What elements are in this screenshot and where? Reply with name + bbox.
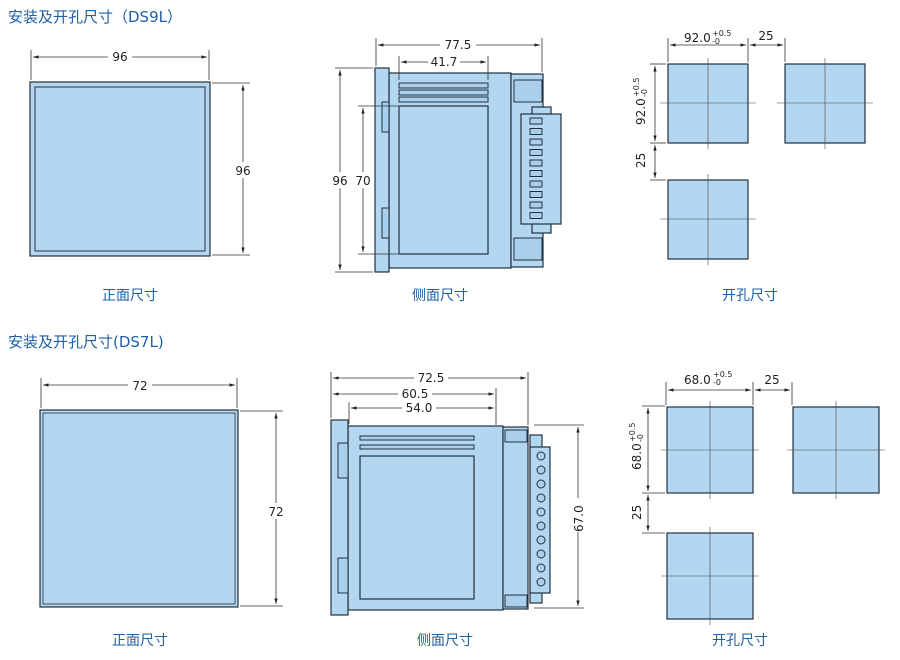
front-panel — [29, 81, 211, 257]
front-bezel-inner — [34, 86, 206, 252]
cutout-view-ds7l: 68.0 +0.5 -0 25 68.0 +0.5 -0 25 开孔尺寸 — [628, 370, 885, 649]
front-width-label: 72 — [132, 379, 147, 393]
side-flange — [374, 67, 390, 273]
front-panel — [39, 409, 239, 608]
front-view-ds9l: 96 96 正面尺寸 — [29, 49, 254, 304]
cutout-size-label: 68.0 — [684, 373, 711, 387]
cutout-view-ds9l: 92.0 +0.5 -0 25 92.0 +0.5 -0 25 开孔尺寸 — [632, 29, 873, 304]
cutout-tol-minus-vertical: -0 — [640, 89, 649, 97]
side-caption: 侧面尺寸 — [417, 633, 473, 649]
cutout-tol-minus: -0 — [712, 37, 720, 46]
cutout-tol-plus-vertical: +0.5 — [632, 78, 641, 97]
terminal-screw — [536, 479, 546, 489]
terminal-pin — [529, 149, 543, 156]
terminal-pin — [529, 170, 543, 177]
side-caption: 侧面尺寸 — [412, 288, 468, 304]
section-title-ds7l: 安装及开孔尺寸(DS7L) — [8, 333, 164, 351]
cutout-tol-minus: -0 — [713, 378, 721, 387]
terminal-screw — [536, 563, 546, 573]
terminal-pin — [529, 159, 543, 167]
side-view-ds7l: 72.5 60.5 54.0 67.0 侧面尺寸 — [330, 370, 586, 649]
terminal-screw — [536, 549, 546, 559]
terminal-screw — [536, 493, 546, 503]
front-height-label: 96 — [235, 164, 250, 178]
terminal-screw — [536, 535, 546, 545]
side-window — [398, 105, 489, 255]
side-inner-depth-label: 54.0 — [406, 401, 433, 415]
terminal-pin — [529, 201, 543, 209]
side-window — [359, 455, 475, 600]
side-total-depth-label: 72.5 — [418, 371, 445, 385]
front-view-ds7l: 72 72 正面尺寸 — [39, 377, 287, 649]
rear-housing — [502, 426, 529, 610]
cutout-size-label: 92.0 — [684, 31, 711, 45]
cutout-tol-plus-vertical: +0.5 — [628, 423, 637, 442]
cutout-caption: 开孔尺寸 — [722, 288, 778, 304]
side-terminal-height-label: 67.0 — [572, 505, 586, 532]
front-height-label: 72 — [268, 505, 283, 519]
terminal-pin — [529, 191, 543, 198]
terminal-screw — [536, 507, 546, 517]
terminal-screw — [536, 521, 546, 531]
cutout-spacing-v-label: 25 — [634, 153, 648, 168]
terminal-pin — [529, 117, 543, 125]
front-caption: 正面尺寸 — [112, 633, 168, 649]
terminal-pin — [529, 138, 543, 146]
cutout-tol-plus: +0.5 — [713, 370, 732, 379]
side-window-height-label: 70 — [355, 174, 370, 188]
side-view-ds9l: 77.5 41.7 96 70 侧面尺寸 — [329, 37, 562, 304]
cutout-tol-plus: +0.5 — [712, 29, 731, 38]
cutout-spacing-v-label: 25 — [630, 505, 644, 520]
terminal-screw — [536, 451, 546, 461]
terminal-screw — [536, 465, 546, 475]
side-mid-depth-label: 60.5 — [402, 387, 429, 401]
cutout-size-label-vertical: 68.0 — [630, 443, 644, 470]
cutout-spacing-h-label: 25 — [758, 29, 773, 43]
front-width-label: 96 — [112, 50, 127, 64]
terminal-pin — [529, 128, 543, 135]
side-inner-depth-label: 41.7 — [431, 55, 458, 69]
cutout-tol-minus-vertical: -0 — [636, 434, 645, 442]
terminal-screw — [536, 577, 546, 587]
front-caption: 正面尺寸 — [102, 288, 158, 304]
terminal-pin — [529, 180, 543, 188]
section-title-ds9l: 安装及开孔尺寸（DS9L） — [8, 8, 182, 26]
cutout-spacing-h-label: 25 — [764, 373, 779, 387]
cutout-size-label-vertical: 92.0 — [634, 98, 648, 125]
side-total-depth-label: 77.5 — [445, 38, 472, 52]
cutout-caption: 开孔尺寸 — [712, 633, 768, 649]
side-height-label: 96 — [332, 174, 347, 188]
terminal-pin — [529, 212, 543, 219]
